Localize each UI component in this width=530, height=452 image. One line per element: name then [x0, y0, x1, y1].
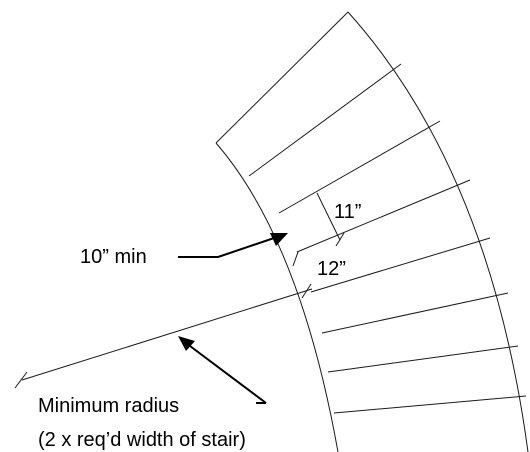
- top-edge: [215, 11, 349, 144]
- arrow-min-radius-shaft: [185, 342, 267, 404]
- tick-mark-10: [292, 251, 299, 267]
- label-10-min: 10” min: [80, 246, 147, 268]
- tick-mark-11: [335, 232, 345, 247]
- arrow-min-radius-head: [178, 336, 195, 351]
- tread-line: [310, 237, 491, 293]
- tread-line: [248, 63, 402, 177]
- label-minimum-radius-note: (2 x req’d width of stair): [38, 429, 246, 451]
- inner-arc: [215, 142, 339, 452]
- dimension-line-11: [316, 192, 341, 241]
- label-12: 12”: [317, 258, 346, 280]
- tread-line: [278, 120, 441, 214]
- tread-line: [327, 345, 519, 373]
- tread-line: [296, 179, 471, 253]
- label-minimum-radius: Minimum radius: [38, 395, 179, 417]
- tread-lines: [248, 63, 527, 414]
- label-11: 11”: [334, 201, 361, 223]
- radius-end-tick: [14, 371, 28, 389]
- arrow-10-min-head: [270, 233, 288, 246]
- arrow-10-min-shaft: [217, 234, 284, 258]
- tread-line: [333, 395, 527, 414]
- outer-arc: [347, 11, 529, 452]
- radius-line: [21, 288, 313, 381]
- tread-line: [321, 292, 509, 334]
